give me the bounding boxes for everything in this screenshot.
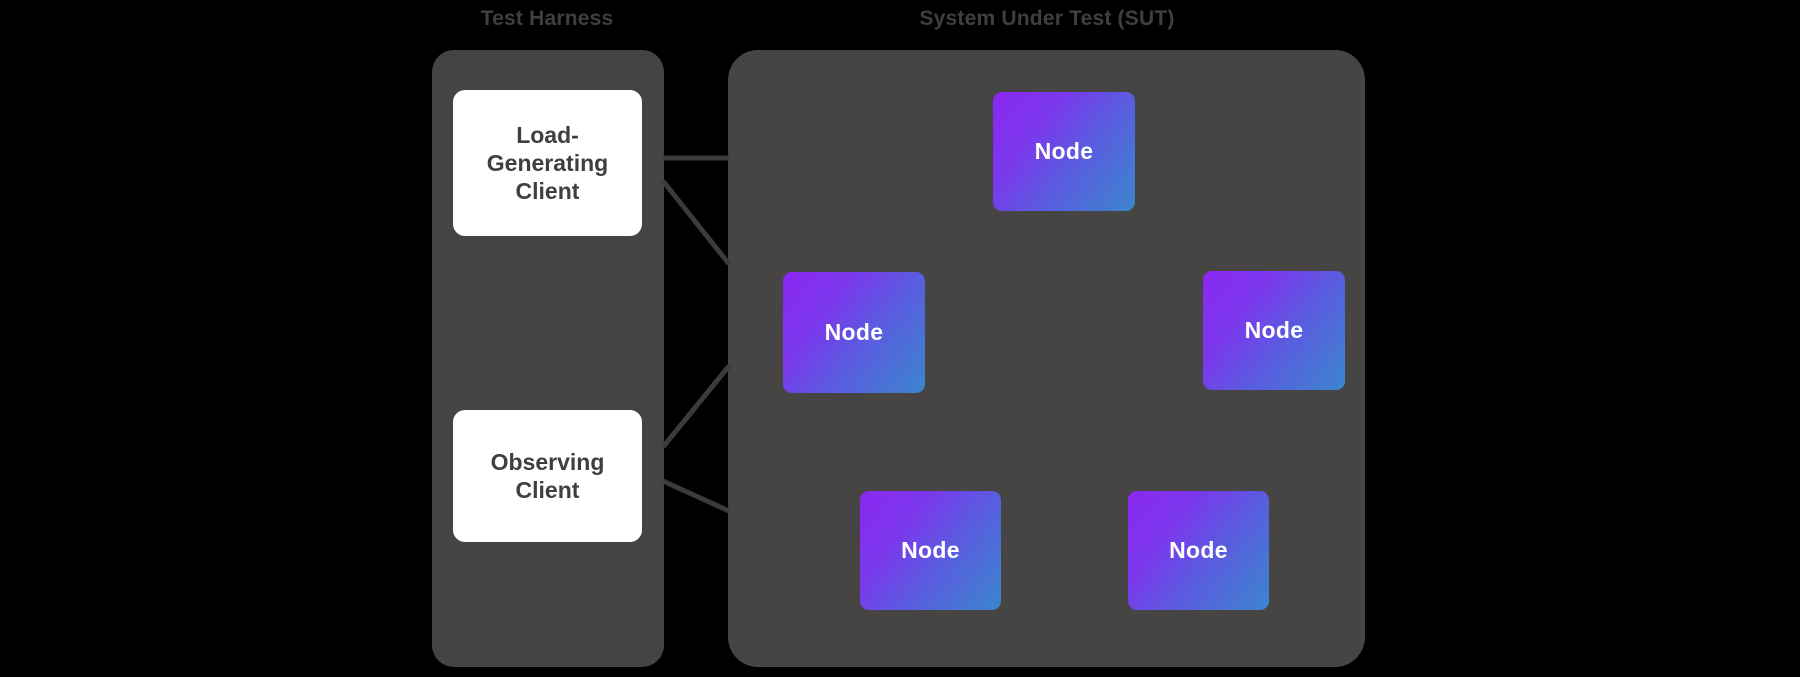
node-box-middle-left[interactable]: Node — [783, 272, 925, 393]
client-box-observing[interactable]: Observing Client — [453, 410, 642, 542]
section-title-system-under-test: System Under Test (SUT) — [919, 7, 1175, 30]
connector-observe-to-sut-diagonal-up — [661, 364, 731, 449]
node-box-top-center[interactable]: Node — [993, 92, 1135, 211]
node-box-bottom-right[interactable]: Node — [1128, 491, 1269, 610]
connector-load-to-sut-diagonal-down — [661, 179, 731, 266]
node-box-bottom-left[interactable]: Node — [860, 491, 1001, 610]
client-box-load-generating[interactable]: Load- Generating Client — [453, 90, 642, 236]
node-box-middle-right[interactable]: Node — [1203, 271, 1345, 390]
section-title-test-harness: Test Harness — [480, 7, 614, 30]
connector-observe-to-sut-diagonal-down — [661, 478, 731, 514]
